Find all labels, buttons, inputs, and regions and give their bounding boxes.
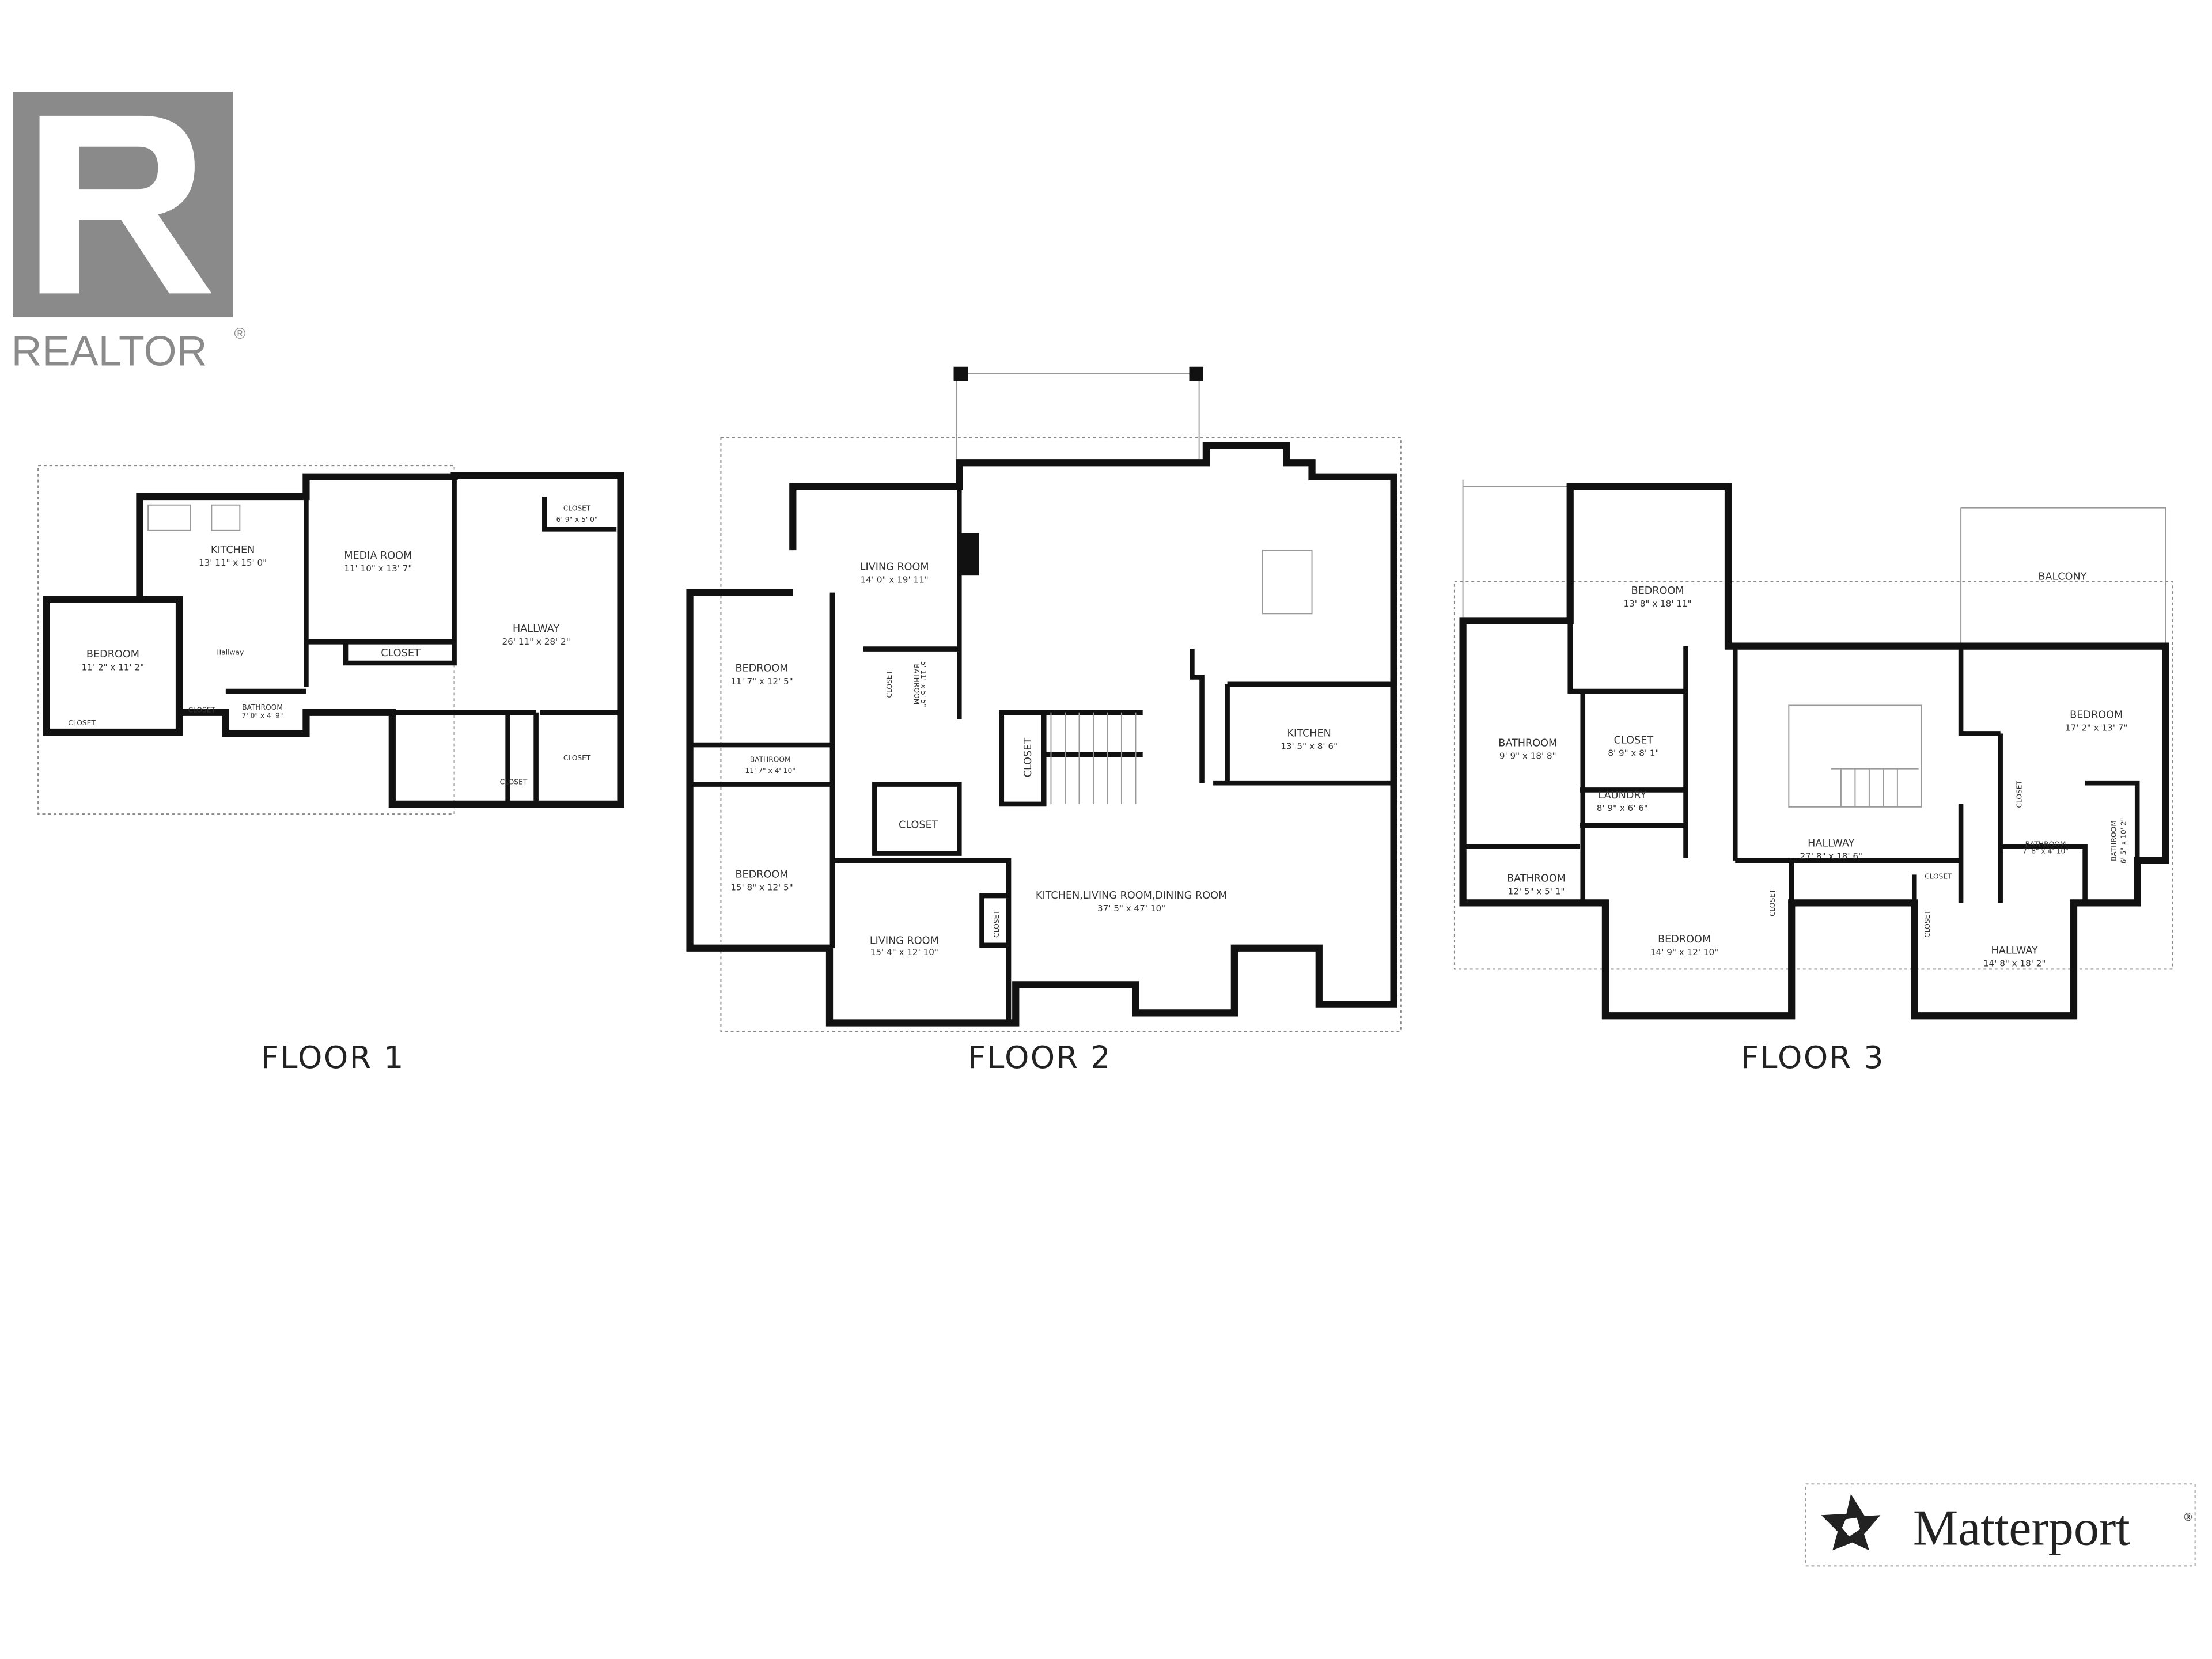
room-label: BATHROOM [2025, 840, 2066, 848]
room-label: CLOSET [1022, 738, 1034, 778]
room-label: 11' 2" x 11' 2" [82, 662, 145, 672]
floor-1-plan: KITCHEN 13' 11" x 15' 0" MEDIA ROOM 11' … [37, 465, 624, 1075]
room-label: 8' 9" x 8' 1" [1608, 748, 1659, 759]
room-label: HALLWAY [1808, 838, 1854, 849]
room-label: MEDIA ROOM [344, 550, 412, 562]
room-label: CLOSET [188, 706, 215, 714]
room-label: LAUNDRY [1598, 790, 1646, 801]
room-label: CLOSET [563, 754, 591, 762]
floor-3-title: FLOOR 3 [1741, 1039, 1885, 1075]
room-label: CLOSET [1614, 735, 1654, 747]
room-label: KITCHEN [1287, 728, 1331, 739]
room-label: BATHROOM [1498, 738, 1557, 749]
room-label: 6' 9" x 5' 0" [556, 516, 598, 524]
room-label: HALLWAY [513, 623, 559, 635]
matterport-logo: Matterport ® [1805, 1483, 2196, 1567]
room-label: CLOSET [1925, 873, 1952, 881]
room-label: 9' 9" x 18' 8" [1499, 751, 1556, 762]
room-label: BATHROOM [242, 703, 283, 711]
room-label: BEDROOM [1631, 585, 1684, 597]
room-label: 27' 8" x 18' 6" [1800, 851, 1863, 861]
room-label: 13' 8" x 18' 11" [1623, 599, 1691, 609]
room-label: HALLWAY [1991, 945, 2038, 957]
room-label: 15' 4" x 12' 10" [870, 947, 938, 957]
room-label: KITCHEN,LIVING ROOM,DINING ROOM [1036, 890, 1227, 902]
room-label: CLOSET [500, 778, 528, 786]
room-label: BATHROOM [1507, 873, 1566, 885]
room-label: BALCONY [2038, 571, 2086, 583]
room-label: CLOSET [993, 910, 1001, 938]
room-label: CLOSET [381, 647, 421, 659]
room-label: CLOSET [563, 505, 591, 513]
room-label: CLOSET [885, 670, 893, 698]
room-label: 11' 7" x 12' 5" [730, 676, 793, 687]
room-label: 7' 0" x 4' 9" [242, 712, 283, 720]
room-label: CLOSET [1923, 910, 1931, 938]
room-label: 7' 8" x 4' 10" [2022, 847, 2069, 855]
room-label: BATHROOM [912, 664, 921, 704]
room-label: BATHROOM [750, 755, 791, 763]
room-label: 11' 10" x 13' 7" [344, 563, 412, 574]
room-label: CLOSET [2015, 780, 2023, 808]
room-label: LIVING ROOM [870, 935, 939, 946]
floor-2-plan: LIVING ROOM 14' 0" x 19' 11" BEDROOM 11'… [686, 366, 1402, 1075]
room-label: CLOSET [1768, 889, 1777, 916]
room-label: KITCHEN [211, 544, 255, 556]
room-label: BEDROOM [86, 649, 139, 660]
floor-3-plan: BEDROOM 13' 8" x 18' 11" BATHROOM 9' 9" … [1453, 479, 2173, 1075]
room-label: 13' 11" x 15' 0" [199, 558, 267, 568]
room-label: 12' 5" x 5' 1" [1508, 887, 1565, 897]
room-label: 8' 9" x 6' 6" [1597, 803, 1648, 813]
room-label: CLOSET [68, 719, 96, 727]
room-label: 14' 9" x 12' 10" [1650, 947, 1718, 957]
room-label: 5' 11" x 5' 5" [919, 661, 927, 707]
room-label: Hallway [216, 648, 244, 656]
matterport-mark-icon [1821, 1494, 1881, 1551]
svg-text:®: ® [2184, 1512, 2192, 1524]
room-label: CLOSET [899, 820, 938, 831]
room-label: 11' 7" x 4' 10" [745, 767, 795, 775]
room-label: BEDROOM [735, 663, 788, 675]
room-label: 37' 5" x 47' 10" [1097, 903, 1165, 914]
room-label: 26' 11" x 28' 2" [502, 637, 570, 647]
room-label: 14' 0" x 19' 11" [861, 574, 929, 585]
room-label: BEDROOM [1658, 934, 1711, 945]
room-label: 15' 8" x 12' 5" [730, 882, 793, 892]
matterport-wordmark: Matterport [1913, 1500, 2130, 1556]
room-label: 17' 2" x 13' 7" [2065, 723, 2128, 733]
realtor-wordmark: REALTOR [12, 327, 207, 374]
room-label: 14' 8" x 18' 2" [1983, 959, 2046, 969]
room-label: BEDROOM [735, 869, 788, 880]
realtor-logo: REALTOR ® [12, 92, 246, 374]
room-label: 6' 5" x 10' 2" [2120, 818, 2128, 864]
room-label: BATHROOM [2109, 820, 2118, 861]
room-label: 13' 5" x 8' 6" [1281, 741, 1338, 751]
room-label: LIVING ROOM [860, 561, 929, 573]
floor-1-title: FLOOR 1 [261, 1039, 405, 1075]
floor-2-title: FLOOR 2 [968, 1039, 1112, 1075]
svg-text:®: ® [234, 325, 246, 342]
room-label: BEDROOM [2070, 710, 2123, 721]
